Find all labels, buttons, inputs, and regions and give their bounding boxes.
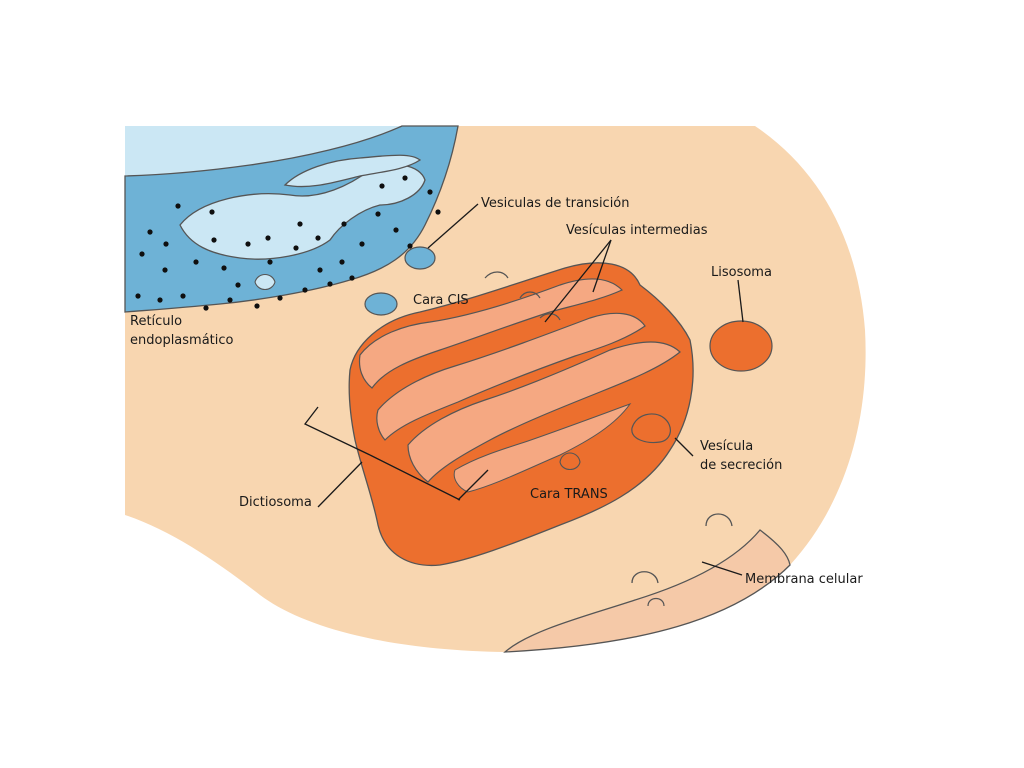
leader-vesiculas-intermedias-a <box>544 239 612 323</box>
ribosome <box>235 282 241 288</box>
ribosome <box>402 175 408 181</box>
ribosomes <box>135 175 441 311</box>
label-membrana-celular: Membrana celular <box>745 572 863 587</box>
ribosome <box>297 221 303 227</box>
ribosome <box>175 203 181 209</box>
ribosome <box>254 303 260 309</box>
ribosome <box>180 293 186 299</box>
lysosome <box>709 320 773 372</box>
golgi-cisterna <box>407 341 681 483</box>
ribosome <box>393 227 399 233</box>
golgi-bud <box>559 452 581 471</box>
label-dictiosoma: Dictiosoma <box>239 495 312 510</box>
leader-dictiosoma-bracket <box>457 469 489 501</box>
label-lisosoma: Lisosoma <box>711 265 772 280</box>
golgi-cisterna <box>376 312 646 441</box>
leader-vesicula-secrecion <box>674 437 694 457</box>
secretion-vesicle <box>631 413 671 444</box>
ribosome <box>407 243 413 249</box>
ribosome <box>349 275 355 281</box>
leader-lines <box>303 203 744 576</box>
membrane-invagination <box>705 513 733 527</box>
label-reticulo-line1: Retículo <box>130 314 182 329</box>
labels: Vesiculas de transición Vesículas interm… <box>130 196 863 587</box>
membrane-invagination <box>647 597 665 607</box>
leader-dictiosoma-bracket <box>303 406 371 456</box>
ribosome <box>293 245 299 251</box>
label-vesiculas-intermedias: Vesículas intermedias <box>566 223 708 238</box>
ribosome <box>203 305 209 311</box>
leader-vesiculas-transicion <box>427 203 479 249</box>
ribosome <box>277 295 283 301</box>
transition-vesicle <box>404 246 436 270</box>
ribosome <box>341 221 347 227</box>
label-vesicula-secrecion-line1: Vesícula <box>700 439 753 454</box>
ribosome <box>317 267 323 273</box>
dictyosome <box>348 262 694 567</box>
golgi-cisterna <box>358 278 624 389</box>
leader-dictiosoma-bracket <box>369 454 461 501</box>
ribosome <box>193 259 199 265</box>
label-vesicula-secrecion-line2: de secreción <box>700 458 782 473</box>
er-bud <box>254 273 276 291</box>
golgi-intermediate-vesicles <box>484 271 561 321</box>
ribosome <box>427 189 433 195</box>
ribosome <box>139 251 145 257</box>
ribosome <box>162 267 168 273</box>
transition-vesicle <box>364 292 398 316</box>
ribosome <box>265 235 271 241</box>
label-cara-trans: Cara TRANS <box>530 487 608 502</box>
leader-vesiculas-intermedias-b <box>592 239 612 293</box>
ribosome <box>327 281 333 287</box>
er-cisterna-1 <box>179 164 426 260</box>
ribosome <box>221 265 227 271</box>
ribosome <box>135 293 141 299</box>
ribosome <box>302 287 308 293</box>
ribosome <box>245 241 251 247</box>
ribosome <box>163 241 169 247</box>
leader-membrana-celular <box>701 561 743 576</box>
ribosome <box>157 297 163 303</box>
ribosome <box>339 259 345 265</box>
ribosome <box>359 241 365 247</box>
label-reticulo-line2: endoplasmático <box>130 333 234 348</box>
ribosome <box>211 237 217 243</box>
label-cara-cis: Cara CIS <box>413 293 469 308</box>
ribosome <box>209 209 215 215</box>
ribosome <box>435 209 441 215</box>
cell-membrane <box>503 529 791 653</box>
label-vesiculas-transicion: Vesiculas de transición <box>481 196 630 211</box>
nucleus-region <box>125 126 402 176</box>
ribosome <box>227 297 233 303</box>
ribosome <box>315 235 321 241</box>
leader-lisosoma <box>737 279 744 323</box>
membrane-invagination <box>631 571 659 584</box>
leader-dictiosoma <box>317 461 363 508</box>
ribosome <box>375 211 381 217</box>
ribosome <box>267 259 273 265</box>
ribosome <box>379 183 385 189</box>
golgi-cisterna-inner <box>453 402 632 493</box>
ribosome <box>147 229 153 235</box>
er-cisterna-2 <box>283 154 422 188</box>
